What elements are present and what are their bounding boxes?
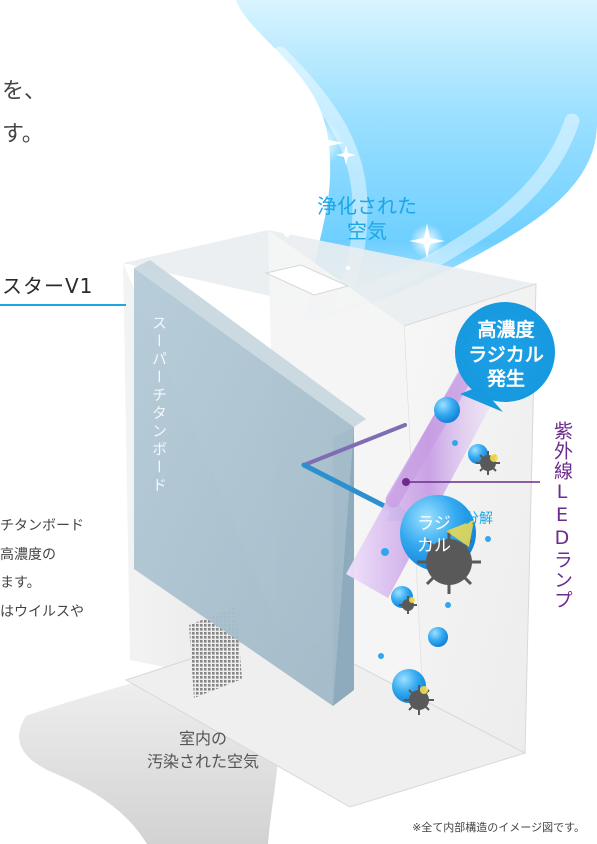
dirty-air-label: 室内の 汚染された空気 <box>118 727 288 773</box>
virus-particle-large <box>417 520 481 594</box>
virus-hit-light <box>420 686 428 694</box>
high-density-radical-burst <box>455 302 555 402</box>
high-density-radical-label: 高濃度 ラジカル 発生 <box>457 318 555 392</box>
radical-molecule <box>428 627 448 647</box>
radical-molecule <box>378 653 384 659</box>
board-top-edge <box>134 260 366 427</box>
radical-molecule <box>445 602 451 608</box>
virus-spike <box>425 538 473 586</box>
decompose-label: 分解 <box>465 511 493 527</box>
radical-label-line: ラジ <box>417 514 451 534</box>
super-titanium-board-label: スーパーチタンボード <box>150 315 168 495</box>
side-note-line: チタンボード <box>0 518 84 534</box>
radical-label-line: カル <box>417 536 451 557</box>
sparkle-dot <box>284 231 290 237</box>
clean-air-label: 浄化された 空気 <box>292 194 442 244</box>
uv-callout-dot <box>402 478 410 486</box>
top-vent-slot <box>264 264 350 296</box>
sparkle-star <box>409 223 445 259</box>
sparkle-medium <box>409 223 445 259</box>
radical-label: ラジ カル <box>411 513 457 557</box>
blue-arrow-line <box>301 462 397 514</box>
purple-connector-line <box>302 423 407 467</box>
side-note-line: はウイルスや <box>0 604 84 620</box>
dirty-air-label-line: 室内の <box>178 729 227 748</box>
high-density-radical-label-line: ラジカル <box>468 343 544 366</box>
radical-molecule <box>485 536 491 542</box>
radical-molecule <box>452 440 458 446</box>
virus-particle <box>404 685 434 715</box>
intro-text-line: を、 <box>2 79 47 104</box>
side-note-line: ます。 <box>0 575 41 591</box>
sparkle-star <box>294 118 344 168</box>
clean-air-label-line: 浄化された <box>317 194 417 218</box>
radical-molecule <box>434 397 460 423</box>
uv-led-lamp-label: 紫外線LEDランプ <box>551 421 573 610</box>
virus-particle <box>399 596 417 614</box>
sparkle-large <box>294 118 344 168</box>
sparkle-small <box>336 145 356 165</box>
high-density-radical-label-line: 発生 <box>486 368 525 391</box>
clean-air-label-line: 空気 <box>347 219 387 243</box>
virus-hit-light <box>446 520 474 547</box>
radical-molecule <box>381 548 389 556</box>
virus-particle <box>476 451 500 475</box>
uv-led-lamp <box>385 350 484 508</box>
sparkle-dot <box>346 266 350 270</box>
high-density-radical-label-line: 高濃度 <box>477 319 535 341</box>
filter-name-label: スターV1 <box>2 274 94 298</box>
board-front <box>134 268 354 706</box>
virus-hit-light <box>490 454 498 462</box>
super-titanium-board-graphic <box>134 260 366 706</box>
uv-light-beam <box>346 350 512 598</box>
footnote: ※全て内部構造のイメージ図です。 <box>412 821 585 834</box>
intro-text-line: す。 <box>2 122 44 147</box>
dirty-air-label-line: 汚染された空気 <box>146 752 259 772</box>
sparkle-star <box>336 145 356 165</box>
burst-pointer <box>460 386 503 412</box>
side-note-line: 高濃度の <box>0 547 56 563</box>
virus-hit-light <box>409 597 415 603</box>
